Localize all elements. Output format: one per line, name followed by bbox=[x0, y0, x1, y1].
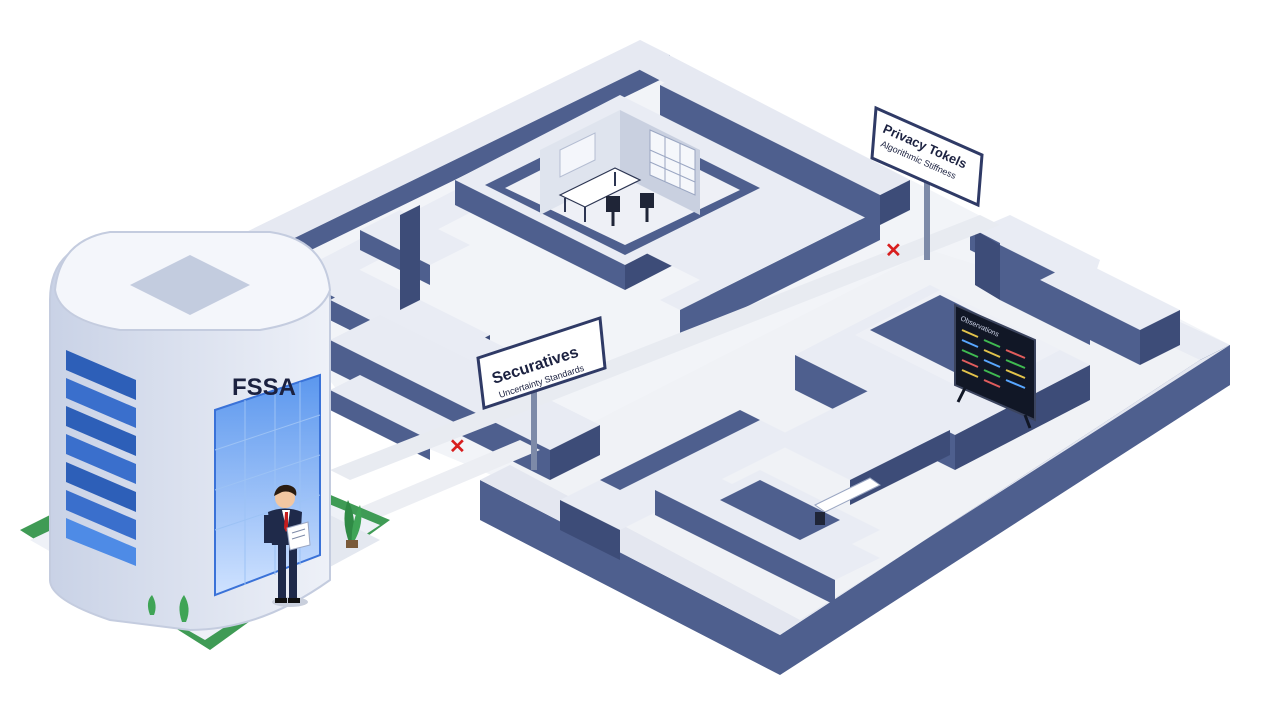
building-sign: FSSA bbox=[232, 374, 296, 401]
maze-outer-walls bbox=[240, 40, 1230, 675]
red-x-icon: ✕ bbox=[885, 240, 902, 262]
glass-entrance bbox=[214, 373, 321, 597]
central-office-room bbox=[455, 75, 900, 340]
fssa-building: FSSA bbox=[20, 231, 390, 650]
monitor-screen: Observations bbox=[954, 303, 1036, 429]
pathway bbox=[330, 215, 1000, 530]
plant-icon bbox=[344, 500, 362, 548]
maze-walls-lower bbox=[560, 390, 950, 605]
chair-icon bbox=[640, 193, 654, 222]
red-x-markers: ✕ ✕ bbox=[449, 240, 902, 458]
building-window-stripes bbox=[66, 350, 136, 566]
businessman-figure bbox=[264, 484, 311, 607]
red-x-icon: ✕ bbox=[449, 436, 466, 458]
chair-icon bbox=[606, 196, 620, 226]
desk-icon bbox=[558, 167, 642, 222]
plant-icon bbox=[147, 595, 189, 622]
window-icon bbox=[649, 129, 696, 196]
monitor-data-rows bbox=[961, 329, 1026, 389]
